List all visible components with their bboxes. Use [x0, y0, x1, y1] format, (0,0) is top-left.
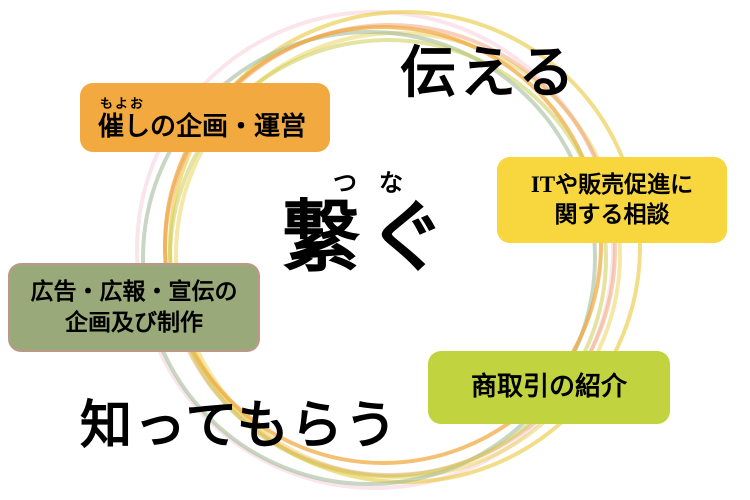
box-ad-label-line1: 広告・広報・宣伝の [30, 279, 238, 305]
box-ad-label-line2: 企画及び制作 [65, 309, 203, 335]
center-word-furigana: つな [333, 171, 425, 197]
box-it-label-line1: ITや販売促進に [530, 171, 694, 197]
keyword-tsutaeru: 伝える [400, 43, 579, 105]
box-event-label: 催しの企画・運営 [98, 111, 307, 141]
center-word-tsunagu: つな 繋ぐ [268, 172, 468, 280]
box-it-sales-consulting: ITや販売促進に 関する相談 [497, 157, 727, 243]
ring-sage [141, 30, 597, 486]
box-trade-introduction: 商取引の紹介 [428, 351, 670, 424]
box-trade-label: 商取引の紹介 [470, 372, 627, 402]
center-word-main: 繋ぐ [281, 194, 454, 281]
box-it-label-line2: 関する相談 [554, 202, 670, 227]
box-event-planning: もよお 催しの企画・運営 [80, 83, 330, 152]
box-advertising-production: 広告・広報・宣伝の 企画及び制作 [8, 263, 260, 352]
box-event-furigana: もよお [100, 96, 146, 112]
ring-yellow-green [168, 38, 608, 478]
keyword-shittemorau: 知ってもらう [80, 398, 399, 455]
ring-orange [163, 25, 603, 465]
